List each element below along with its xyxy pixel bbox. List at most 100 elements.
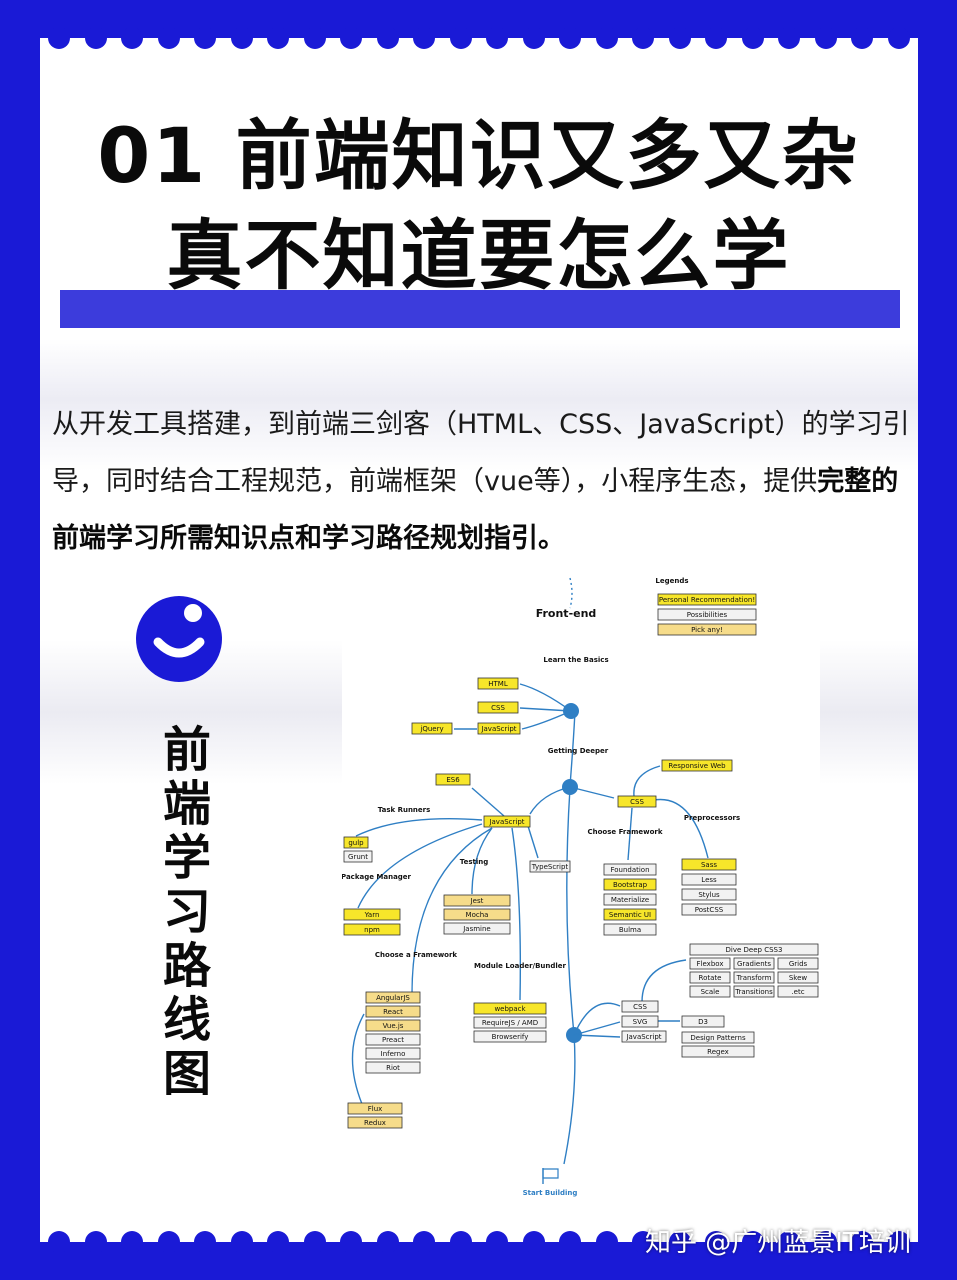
roadmap-es6-box — [435, 773, 471, 786]
ticket-notch — [522, 1231, 545, 1253]
roadmap-preprocessors-label: Preprocessors — [684, 814, 740, 822]
ticket-notch — [157, 27, 180, 49]
css3-item: Rotate — [699, 974, 722, 982]
css3-item: Grids — [789, 960, 808, 968]
ticket-notch — [267, 1231, 290, 1253]
roadmap-basics-label: Learn the Basics — [543, 656, 608, 664]
ticket-notch — [267, 27, 290, 49]
ticket-notch — [121, 1231, 144, 1253]
brand-logo-icon — [136, 596, 222, 682]
roadmap-title: Front-end — [536, 607, 597, 620]
ticket-notch — [194, 1231, 217, 1253]
legend-possibilities-box — [657, 608, 757, 621]
ticket-notch — [340, 27, 363, 49]
roadmap-js-framework-label: Choose a Framework — [375, 951, 458, 959]
ticket-notch — [449, 27, 472, 49]
ticket-notch — [303, 27, 326, 49]
ticket-notch — [559, 27, 582, 49]
js-framework-item: AngularJS — [376, 994, 410, 1002]
roadmap-final-css-label: CSS — [633, 1003, 647, 1011]
ticket-notch — [486, 27, 509, 49]
ticket-notch — [84, 1231, 107, 1253]
js-framework-item: React — [383, 1008, 403, 1016]
ticket-notch — [705, 27, 728, 49]
ticket-notch — [121, 27, 144, 49]
description-paragraph: 从开发工具搭建，到前端三剑客（HTML、CSS、JavaScript）的学习引导… — [52, 396, 912, 567]
roadmap-js2-label: JavaScript — [488, 818, 524, 826]
roadmap-gulp-label: gulp — [348, 839, 364, 847]
css-framework-list: Foundation Bootstrap Materialize Semanti… — [603, 863, 657, 936]
roadmap-typescript-label: TypeScript — [531, 863, 569, 871]
roadmap-package-manager-label: Package Manager — [342, 873, 412, 881]
css3-item: .etc — [791, 988, 804, 996]
roadmap-html-box — [477, 677, 519, 690]
css3-item: Scale — [701, 988, 720, 996]
css-framework-item: Bootstrap — [613, 881, 648, 889]
roadmap-final-js-label: JavaScript — [625, 1033, 661, 1041]
roadmap-gulp-box — [343, 836, 369, 849]
bundler-item: webpack — [494, 1005, 526, 1013]
ticket-bottom-edge — [40, 1231, 918, 1253]
ticket-notch — [595, 1231, 618, 1253]
css3-item: Transitions — [734, 988, 773, 996]
js-framework-item: Riot — [386, 1064, 400, 1072]
legend-pick-any-label: Pick any! — [691, 626, 723, 634]
js-framework-item: Preact — [382, 1036, 404, 1044]
ticket-notch — [887, 27, 910, 49]
roadmap-js2-box — [483, 815, 531, 828]
ticket-notch — [632, 27, 655, 49]
roadmap-edge — [573, 1021, 621, 1036]
roadmap-module-loader-label: Module Loader/Bundler — [474, 962, 567, 970]
ticket-notch — [559, 1231, 582, 1253]
roadmap-css-label: CSS — [491, 704, 505, 712]
roadmap-yarn-box — [343, 908, 401, 921]
description-text: 从开发工具搭建，到前端三剑客（HTML、CSS、JavaScript）的学习引导… — [52, 409, 910, 497]
ticket-notch — [230, 27, 253, 49]
roadmap-testing-label: Testing — [460, 858, 489, 866]
ticket-notch — [48, 27, 70, 49]
ticket-notch — [814, 27, 837, 49]
css3-grid: Flexbox Gradients Grids Rotate Transform… — [689, 957, 819, 998]
roadmap-diagram: Front-end Learn the Basics Getting Deepe… — [342, 577, 819, 1197]
roadmap-patterns-label: Design Patterns — [690, 1034, 746, 1042]
roadmap-css3-title: Dive Deep CSS3 — [726, 946, 783, 954]
testing-item: Mocha — [466, 911, 489, 919]
description-bold-text: 完整的前端学习所需知识点和学习路径规划指引。 — [52, 466, 899, 554]
headline-line-2: 真不知道要怎么学 — [166, 211, 791, 300]
roadmap-edge — [351, 1013, 365, 1105]
roadmap-edge — [627, 807, 633, 861]
ticket-notch — [705, 1231, 728, 1253]
roadmap-d3-box — [681, 1015, 725, 1028]
roadmap-css2-box — [617, 795, 657, 808]
roadmap-svg-box — [621, 1015, 659, 1028]
roadmap-edge — [633, 765, 661, 797]
roadmap-final-js-box — [621, 1030, 667, 1043]
roadmap-css-box — [477, 701, 519, 714]
css-framework-item: Bulma — [619, 926, 641, 934]
css3-item: Transform — [736, 974, 772, 982]
ticket-notch — [194, 27, 217, 49]
ticket-notch — [230, 1231, 253, 1253]
roadmap-final-css-box — [621, 1000, 659, 1013]
js-framework-item: Inferno — [381, 1050, 406, 1058]
roadmap-npm-label: npm — [364, 926, 380, 934]
legend-recommended-box — [657, 593, 757, 606]
roadmap-start-label: Start Building — [523, 1189, 578, 1197]
headline-highlight-bar — [60, 290, 900, 328]
roadmap-d3-label: D3 — [698, 1018, 708, 1026]
roadmap-edge — [471, 827, 493, 895]
roadmap-html-label: HTML — [488, 680, 508, 688]
preprocessor-item: Stylus — [698, 891, 720, 899]
ticket-notch — [595, 27, 618, 49]
headline-line-1: 01 前端知识又多又杂 — [97, 111, 860, 200]
css3-item: Skew — [789, 974, 808, 982]
state-item: Flux — [368, 1105, 383, 1113]
ticket-notch — [84, 27, 107, 49]
roadmap-start-dash — [569, 577, 573, 609]
roadmap-css2-label: CSS — [630, 798, 644, 806]
roadmap-css-framework-label: Choose Framework — [587, 828, 662, 836]
ticket-notch — [632, 1231, 655, 1253]
roadmap-npm-box — [343, 923, 401, 936]
roadmap-edge — [653, 798, 709, 859]
ticket-notch — [851, 27, 874, 49]
